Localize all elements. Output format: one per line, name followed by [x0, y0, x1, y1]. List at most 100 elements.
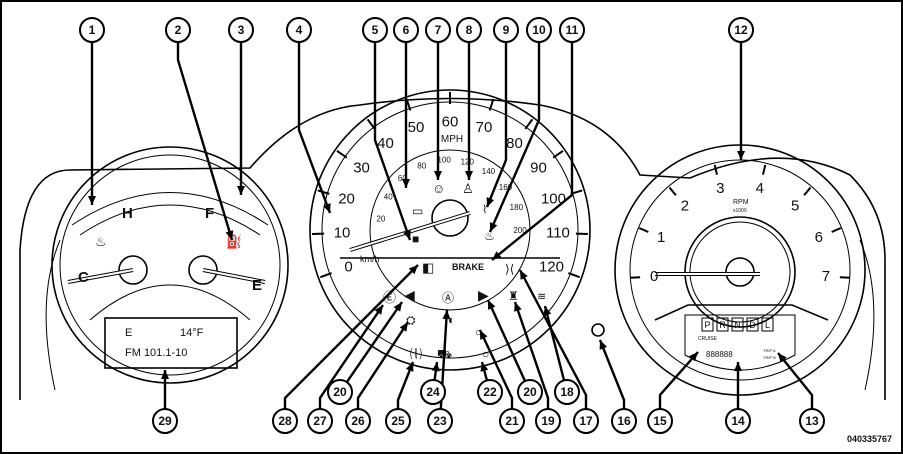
mph-tick-mark: [524, 118, 534, 130]
callout-20: 20: [327, 379, 353, 405]
callout-circle: [456, 17, 482, 43]
callout-circle: [165, 17, 191, 43]
housing-edge: [45, 239, 61, 391]
figure-id: 040335767: [847, 434, 892, 444]
mph-tick-label: 100: [541, 191, 566, 208]
display-compass: E: [125, 327, 132, 339]
gear-indicator-D: D: [749, 320, 756, 330]
callout-leader-line: [491, 30, 574, 261]
rpm-tick-label: 7: [822, 268, 830, 285]
callout-17: 17: [573, 408, 599, 434]
kmh-tick-label: 180: [510, 203, 524, 212]
callout-number: 20: [523, 385, 537, 399]
callout-arrowhead: [403, 230, 411, 240]
callout-circle: [526, 17, 552, 43]
callout-circle: [799, 408, 825, 434]
mph-tick-mark: [336, 150, 348, 159]
coolant-temperature-icon: ♨: [484, 229, 495, 243]
airbag-icon: ☺: [432, 181, 445, 196]
gear-indicator-L: L: [765, 320, 770, 330]
mph-tick-label: 30: [353, 160, 370, 177]
callout-arrowhead: [442, 310, 451, 320]
rpm-multiplier: x1000: [733, 208, 747, 214]
kmh-tick-label: 120: [461, 158, 475, 167]
callout-25: 25: [385, 408, 411, 434]
callout-circle: [725, 408, 751, 434]
callout-leader-line: [356, 321, 410, 421]
display-radio: FM 101.1-10: [125, 347, 187, 359]
mph-tick-mark: [405, 98, 412, 111]
rpm-tick-mark: [638, 227, 649, 233]
fuel-empty-label: E: [252, 277, 262, 294]
rpm-tick-mark: [668, 186, 677, 196]
callout-arrowhead: [543, 306, 552, 316]
callout-arrowhead: [489, 222, 498, 232]
gear-indicator-R: R: [719, 320, 726, 330]
indicator-icon: ○: [475, 325, 482, 339]
callout-4: 4: [286, 17, 312, 43]
callout-number: 14: [731, 414, 745, 428]
kmh-tick-label: 140: [482, 167, 496, 176]
callout-8: 8: [456, 17, 482, 43]
kmh-tick-label: 160: [499, 183, 513, 192]
kmh-tick-label: 100: [438, 156, 452, 165]
callout-number: 10: [532, 23, 546, 37]
trip-a-label: TRIP A: [763, 348, 776, 353]
callout-10: 10: [526, 17, 552, 43]
callout-circle: [499, 408, 525, 434]
callout-number: 29: [158, 414, 172, 428]
fuel-full-label: F: [205, 205, 214, 222]
rpm-tick-label: 5: [791, 197, 799, 214]
callout-number: 1: [89, 23, 96, 37]
mph-tick-label: 40: [377, 135, 394, 152]
callout-circle: [554, 379, 580, 405]
callout-18: 18: [554, 379, 580, 405]
housing-edge: [859, 239, 875, 391]
mph-unit: MPH: [441, 134, 463, 145]
kmh-tick-label: 60: [398, 174, 407, 183]
callout-number: 21: [505, 414, 519, 428]
callout-arrowhead: [492, 251, 502, 260]
callout-circle: [425, 17, 451, 43]
callout-arrowhead: [689, 352, 698, 362]
callout-7: 7: [425, 17, 451, 43]
callout-arrowhead: [88, 196, 96, 205]
front-fog-icon: ◐: [448, 313, 455, 327]
rpm-tick-label: 3: [716, 180, 724, 197]
callout-arrowhead: [237, 186, 245, 195]
reset-button: [591, 323, 605, 337]
mph-tick-mark: [366, 118, 376, 130]
callout-13: 13: [799, 408, 825, 434]
callout-number: 22: [483, 385, 497, 399]
callout-arrowhead: [161, 370, 169, 379]
callout-arrowhead: [778, 353, 787, 363]
callout-arrowhead: [374, 305, 383, 315]
rpm-tick-label: 1: [657, 229, 665, 246]
speedometer: MPH km/h BRAKE ▭ ☺ ♙ ⌇ ♨ ■ ◧ ⟩⟨ 01020304…: [309, 89, 591, 371]
callout-arrowhead: [488, 300, 496, 310]
callout-circle: [307, 408, 333, 434]
odometer-display: [104, 317, 238, 369]
coolant-temp-icon: ♨: [95, 234, 107, 249]
trouble-icon: ○: [482, 347, 489, 361]
callout-number: 25: [391, 414, 405, 428]
callout-arrowhead: [465, 171, 473, 180]
callout-circle: [728, 17, 754, 43]
callout-6: 6: [393, 17, 419, 43]
callout-arrowhead: [399, 322, 408, 332]
callout-23: 23: [427, 408, 453, 434]
mph-tick-label: 60: [442, 114, 459, 131]
callout-arrowhead: [408, 265, 418, 275]
lights-on-icon: ⟩⟨: [505, 262, 514, 276]
callout-circle: [327, 379, 353, 405]
callout-leader-line: [485, 30, 508, 208]
callout-leader-line: [438, 309, 449, 422]
callout-leader-line: [318, 304, 384, 421]
display-temperature: 14°F: [180, 327, 204, 339]
rpm-tick-label: 6: [815, 229, 823, 246]
callout-arrowhead: [486, 197, 495, 207]
callout-number: 9: [503, 23, 510, 37]
mph-tick-label: 20: [338, 191, 355, 208]
